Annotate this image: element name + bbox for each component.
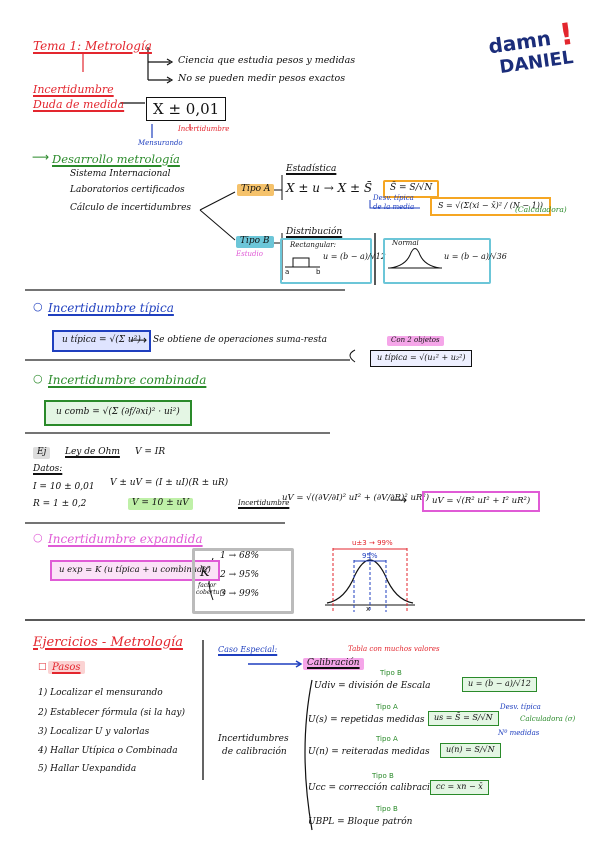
k-box bbox=[192, 548, 294, 614]
con2-note: Con 2 objetos bbox=[387, 336, 444, 346]
axis-b-label: b bbox=[316, 268, 321, 276]
arrow-right-icon: ⟶ bbox=[32, 150, 50, 164]
datos-label: Datos: bbox=[33, 464, 63, 474]
arrow-right-icon: ⟶ bbox=[390, 493, 408, 507]
normal-formula: u = (b − a)/√36 bbox=[444, 252, 507, 261]
rect-formula: u = (b − a)/√12 bbox=[323, 252, 386, 261]
list-item: Cálculo de incertidumbres bbox=[70, 203, 192, 213]
cal-row: U(s) = repetidas medidas bbox=[308, 715, 425, 725]
xu-formula: X ± u → X ± S̄ bbox=[286, 181, 373, 195]
cal-row: U(n) = reiteradas medidas bbox=[308, 747, 430, 757]
step-item: 4) Hallar Utípica o Combinada bbox=[38, 746, 178, 756]
measure-box: X ± 0,01 bbox=[146, 97, 227, 121]
s-formula: S = √(Σ(xi − x̄)² / (N − 1)) bbox=[430, 197, 551, 216]
page-title: Tema 1: Metrología bbox=[33, 39, 152, 53]
incert-cal-label-2: de calibración bbox=[222, 747, 287, 757]
axis-a-label: a bbox=[285, 268, 290, 276]
ley-label: Ley de Ohm bbox=[65, 447, 120, 457]
tipica-formula-2: u típica = √(u₁² + u₂²) bbox=[370, 350, 473, 367]
vpm-formula: V ± uV = (I ± uI)(R ± uR) bbox=[110, 478, 229, 488]
bullet-icon: ○ bbox=[33, 531, 43, 544]
bullet-icon: ○ bbox=[33, 372, 43, 385]
v-formula: V = IR bbox=[135, 447, 166, 457]
tag-incertidumbre: Incertidumbre bbox=[178, 125, 230, 133]
list-item: Sistema Internacional bbox=[70, 169, 171, 179]
tipica-formula: u típica = √(Σ u²) bbox=[52, 330, 151, 352]
uv-final-formula: uV = √(R² uI² + I² uR²) bbox=[422, 491, 541, 513]
step-item: 2) Establecer fórmula (si la hay) bbox=[38, 708, 185, 718]
sbar-formula: S̄ = S/√N bbox=[383, 180, 440, 198]
normal-label: Normal bbox=[392, 239, 419, 247]
uv-formula: uV = √((∂V/∂I)² uI² + (∂V/∂R)² uR²) bbox=[282, 493, 430, 503]
k-row: 2 → 95% bbox=[220, 570, 259, 580]
calibracion-label: Calibración bbox=[303, 658, 364, 670]
bullet-icon: ○ bbox=[33, 300, 43, 313]
incertidumbre-label: Incertidumbre bbox=[33, 83, 114, 96]
cal-row: UBPL = Bloque patrón bbox=[308, 817, 413, 827]
v10-formula: V = 10 ± uV bbox=[128, 498, 193, 510]
tipo-b-note: Estudio bbox=[236, 250, 263, 258]
section-title-expandida: Incertidumbre expandida bbox=[48, 532, 203, 546]
list-item: Laboratorios certificados bbox=[70, 185, 185, 195]
duda-label: Duda de medida bbox=[33, 98, 125, 111]
section-title-desarrollo: Desarrollo metrología bbox=[52, 152, 180, 166]
tipo-a-badge: Tipo A bbox=[237, 184, 275, 196]
combinada-formula: u comb = √(Σ (∂f/∂xi)² · ui²) bbox=[44, 400, 192, 426]
tipo-a-tag: Tipo A bbox=[376, 735, 398, 743]
k-note-2: cobertura bbox=[196, 589, 226, 596]
k-row: 1 → 68% bbox=[220, 551, 259, 561]
cal-formula: u = (b − a)/√12 bbox=[462, 677, 537, 692]
square-bullet-icon: □ bbox=[38, 662, 47, 672]
curve-mid-label: 95% bbox=[362, 552, 378, 560]
section-title-combinada: Incertidumbre combinada bbox=[48, 373, 207, 387]
step-item: 1) Localizar el mensurando bbox=[38, 688, 163, 698]
rectangular-label: Rectangular: bbox=[290, 241, 336, 249]
tipo-b-tag: Tipo B bbox=[372, 772, 394, 780]
tipo-b-badge: Tipo B bbox=[236, 236, 274, 248]
arrow-right-icon: ⟶ bbox=[130, 333, 148, 347]
cal-row: Udiv = división de Escala bbox=[314, 681, 431, 691]
dato-r: R = 1 ± 0,2 bbox=[33, 499, 87, 509]
k-label: K bbox=[200, 565, 210, 580]
section-title-tipica: Incertidumbre típica bbox=[48, 301, 174, 315]
k-note: factor bbox=[198, 582, 217, 589]
definition-text: Ciencia que estudia pesos y medidas bbox=[178, 55, 356, 66]
incert-cal-label: Incertidumbres bbox=[218, 734, 289, 744]
tag-mensurando: Mensurando bbox=[138, 139, 183, 147]
ej-badge: Ej bbox=[33, 447, 51, 459]
incert-label: Incertidumbre bbox=[238, 499, 290, 507]
k-row: 3 → 99% bbox=[220, 589, 259, 599]
tipo-a-tag: Tipo A bbox=[376, 703, 398, 711]
curve-x-label: x bbox=[366, 605, 371, 613]
dato-i: I = 10 ± 0,01 bbox=[33, 482, 95, 492]
tabla-note: Tabla con muchos valores bbox=[348, 645, 440, 653]
estadistica-label: Estadística bbox=[286, 164, 337, 174]
expandida-formula: u exp = K (u típica + u combinada) bbox=[50, 560, 220, 582]
tipica-desc: Se obtiene de operaciones suma-resta bbox=[153, 335, 327, 345]
section-title-ejercicios: Ejercicios - Metrología bbox=[33, 635, 183, 650]
desv-tip-note: Desv. típica bbox=[500, 703, 541, 711]
calc-note: Calculadora (σ) bbox=[520, 715, 576, 723]
tipo-b-tag: Tipo B bbox=[376, 805, 398, 813]
cal-row: Ucc = corrección calibración bbox=[308, 783, 442, 793]
cal-formula: cc = xn − x̄ bbox=[430, 780, 489, 795]
cal-formula: us = S̄ = S/√N bbox=[428, 711, 499, 726]
step-item: 5) Hallar Uexpandida bbox=[38, 764, 137, 774]
curve-top-label: u±3 → 99% bbox=[352, 539, 393, 547]
normal-box bbox=[383, 238, 491, 284]
rect-box bbox=[280, 238, 372, 284]
caso-title: Caso Especial: bbox=[218, 645, 278, 654]
definition-text-2: No se pueden medir pesos exactos bbox=[178, 73, 346, 84]
tipo-b-tag: Tipo B bbox=[380, 669, 402, 677]
cal-formula: u(n) = S/√N bbox=[440, 743, 501, 758]
step-item: 3) Localizar U y valorlas bbox=[38, 727, 150, 737]
desv-note-2: de la media bbox=[373, 203, 415, 211]
calc-note: (Calculadora) bbox=[515, 205, 567, 214]
distribucion-label: Distribución bbox=[286, 227, 343, 237]
desv-note: Desv. típica bbox=[373, 194, 414, 202]
num-medidas-note: Nº medidas bbox=[498, 729, 540, 737]
pasos-label: Pasos bbox=[48, 661, 85, 674]
